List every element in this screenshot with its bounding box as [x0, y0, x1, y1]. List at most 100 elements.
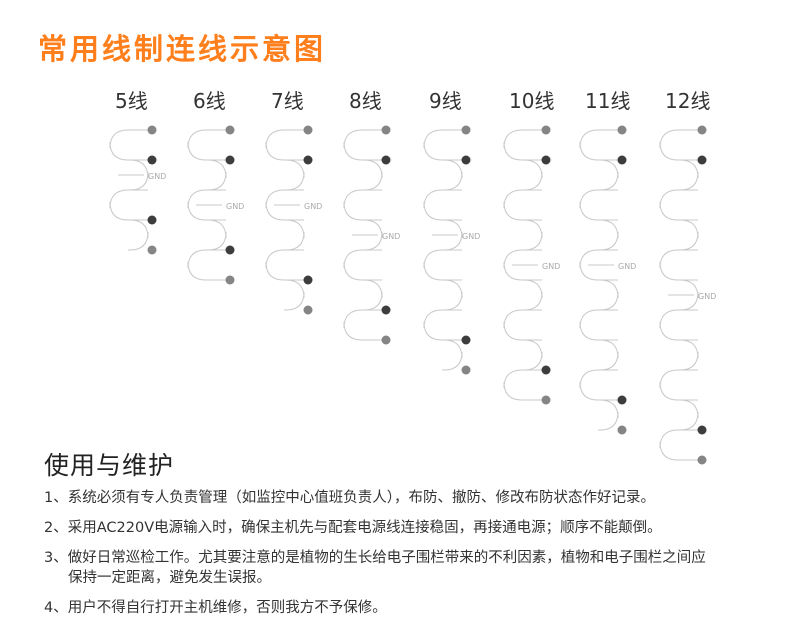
wiring-label: 6线 [193, 89, 226, 113]
maintenance-list: 1、系统必须有专人负责管理（如监控中心值班负责人），布防、撤防、修改布防状态作好… [44, 488, 784, 628]
wiring-label: 7线 [271, 89, 304, 113]
wire-segment [423, 249, 462, 281]
terminal-dot [225, 155, 235, 165]
wiring-label: 12线 [665, 89, 710, 113]
wire-segment [187, 249, 226, 281]
wiring-label: 8线 [349, 89, 382, 113]
wire-segment [343, 309, 382, 341]
wire-segment [659, 369, 698, 401]
wire-segment [442, 219, 463, 251]
wire-segment [659, 309, 698, 341]
wire-segment [265, 189, 304, 221]
wire-segment [598, 219, 619, 251]
wire-segment [579, 309, 618, 341]
gnd-label: GND [304, 202, 322, 211]
wire-segment [659, 249, 698, 281]
wire-segment [343, 129, 382, 161]
maintenance-heading: 使用与维护 [44, 451, 175, 480]
wiring-label: 10线 [509, 89, 554, 113]
terminal-dot [461, 365, 471, 375]
wire-segment [109, 129, 148, 161]
wiring-label: 5线 [115, 89, 148, 113]
maintenance-item-text: 1、系统必须有专人负责管理（如监控中心值班负责人），布防、撤防、修改布防状态作好… [44, 490, 655, 506]
wire-segment [659, 189, 698, 221]
terminal-dot [225, 125, 235, 135]
wire-segment [678, 339, 699, 371]
wire-segment [128, 219, 149, 251]
maintenance-item-3: 3、做好日常巡检工作。尤其要注意的是植物的生长给电子围栏带来的不利因素，植物和电… [44, 548, 784, 588]
terminal-dot [461, 125, 471, 135]
gnd-label: GND [148, 172, 166, 181]
gnd-label: GND [698, 292, 716, 301]
terminal-dot [381, 125, 391, 135]
terminal-dot [461, 155, 471, 165]
terminal-dot [697, 155, 707, 165]
maintenance-item-text: 3、做好日常巡检工作。尤其要注意的是植物的生长给电子围栏带来的不利因素，植物和电… [44, 550, 706, 566]
wire-segment [423, 129, 462, 161]
wire-segment [579, 249, 618, 281]
wire-segment [522, 159, 543, 191]
wire-segment [206, 159, 227, 191]
terminal-dot [225, 275, 235, 285]
wire-segment [678, 219, 699, 251]
wire-segment [503, 189, 542, 221]
wire-segment [659, 429, 698, 461]
wire-segment [187, 129, 226, 161]
wire-segment [284, 279, 305, 311]
wire-segment [442, 279, 463, 311]
maintenance-item-4: 4、用户不得自行打开主机维修，否则我方不予保修。 [44, 598, 784, 618]
wire-segment [598, 339, 619, 371]
wire-segment [265, 129, 304, 161]
wire-segment [678, 159, 699, 191]
gnd-label: GND [226, 202, 244, 211]
wire-segment [362, 159, 383, 191]
wire-segment [598, 279, 619, 311]
wire-segment [522, 339, 543, 371]
wire-segment [503, 369, 542, 401]
maintenance-item-continuation: 保持一定距离，避免发生误报。 [68, 570, 271, 586]
terminal-dot [381, 155, 391, 165]
wire-segment [109, 189, 148, 221]
wire-segment [284, 219, 305, 251]
wire-segment [206, 219, 227, 251]
terminal-dot [697, 455, 707, 465]
wire-segment [128, 159, 149, 191]
gnd-label: GND [542, 262, 560, 271]
terminal-dot [381, 335, 391, 345]
gnd-label: GND [382, 232, 400, 241]
terminal-dot [617, 125, 627, 135]
terminal-dot [617, 155, 627, 165]
wire-segment [362, 219, 383, 251]
wire-segment [503, 309, 542, 341]
terminal-dot [303, 275, 313, 285]
wire-segment [659, 129, 698, 161]
terminal-dot [461, 335, 471, 345]
terminal-dot [541, 365, 551, 375]
terminal-dot [697, 425, 707, 435]
wire-segment [187, 189, 226, 221]
terminal-dot [617, 425, 627, 435]
wire-segment [343, 189, 382, 221]
gnd-label: GND [618, 262, 636, 271]
maintenance-item-2: 2、采用AC220V电源输入时，确保主机先与配套电源线连接稳固，再接通电源；顺序… [44, 518, 784, 538]
wiring-label: 11线 [585, 89, 630, 113]
terminal-dot [381, 305, 391, 315]
terminal-dot [147, 125, 157, 135]
wire-segment [442, 339, 463, 371]
terminal-dot [225, 245, 235, 255]
wire-segment [579, 129, 618, 161]
wire-segment [343, 249, 382, 281]
maintenance-item-1: 1、系统必须有专人负责管理（如监控中心值班负责人），布防、撤防、修改布防状态作好… [44, 488, 784, 508]
terminal-dot [147, 155, 157, 165]
wire-segment [678, 279, 699, 311]
wire-segment [503, 249, 542, 281]
wire-segment [503, 129, 542, 161]
gnd-label: GND [462, 232, 480, 241]
wire-segment [678, 399, 699, 431]
page-title: 常用线制连线示意图 [38, 32, 327, 66]
maintenance-item-text: 4、用户不得自行打开主机维修，否则我方不予保修。 [44, 600, 387, 616]
wiring-label: 9线 [429, 89, 462, 113]
terminal-dot [541, 155, 551, 165]
wire-segment [265, 249, 304, 281]
wire-segment [284, 159, 305, 191]
